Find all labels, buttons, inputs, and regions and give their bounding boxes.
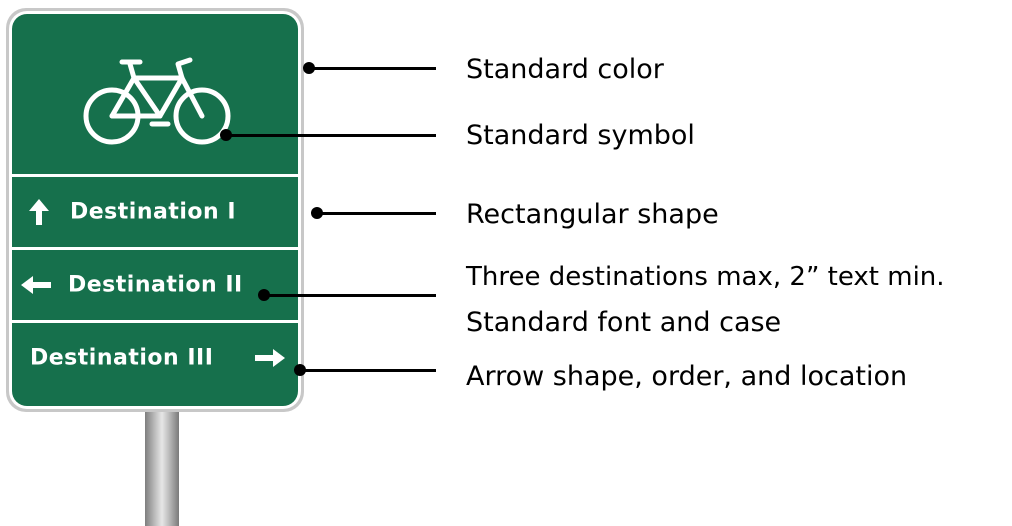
sign-divider — [12, 174, 298, 177]
destination-label: Destination I — [70, 199, 237, 225]
callout-standard-font: Standard font and case — [466, 307, 782, 338]
sign-panel: Destination I Destination II Destination… — [12, 14, 298, 406]
callout-line — [309, 67, 436, 70]
up-arrow-icon — [29, 199, 49, 225]
destination-row-3: Destination III — [12, 323, 298, 393]
destination-row-2: Destination II — [12, 250, 298, 320]
bike-route-sign: Destination I Destination II Destination… — [6, 8, 304, 412]
bicycle-icon — [83, 57, 231, 145]
callout-standard-color: Standard color — [466, 54, 664, 85]
sign-border: Destination I Destination II Destination… — [9, 11, 301, 409]
destination-label: Destination II — [68, 272, 243, 298]
callout-three-destinations: Three destinations max, 2” text min. — [466, 262, 945, 292]
callout-rectangular-shape: Rectangular shape — [466, 199, 719, 230]
destination-row-1: Destination I — [12, 177, 298, 247]
callout-line — [300, 369, 436, 372]
destination-label: Destination III — [30, 345, 214, 371]
callout-line — [317, 212, 436, 215]
callout-arrow-shape: Arrow shape, order, and location — [466, 361, 908, 392]
right-arrow-icon — [255, 349, 285, 367]
sign-divider — [12, 320, 298, 323]
callout-standard-symbol: Standard symbol — [466, 120, 695, 151]
callout-line — [264, 294, 436, 297]
left-arrow-icon — [21, 276, 51, 294]
sign-pole — [145, 405, 179, 526]
callout-line — [226, 134, 436, 137]
symbol-panel — [12, 14, 298, 174]
sign-divider — [12, 247, 298, 250]
